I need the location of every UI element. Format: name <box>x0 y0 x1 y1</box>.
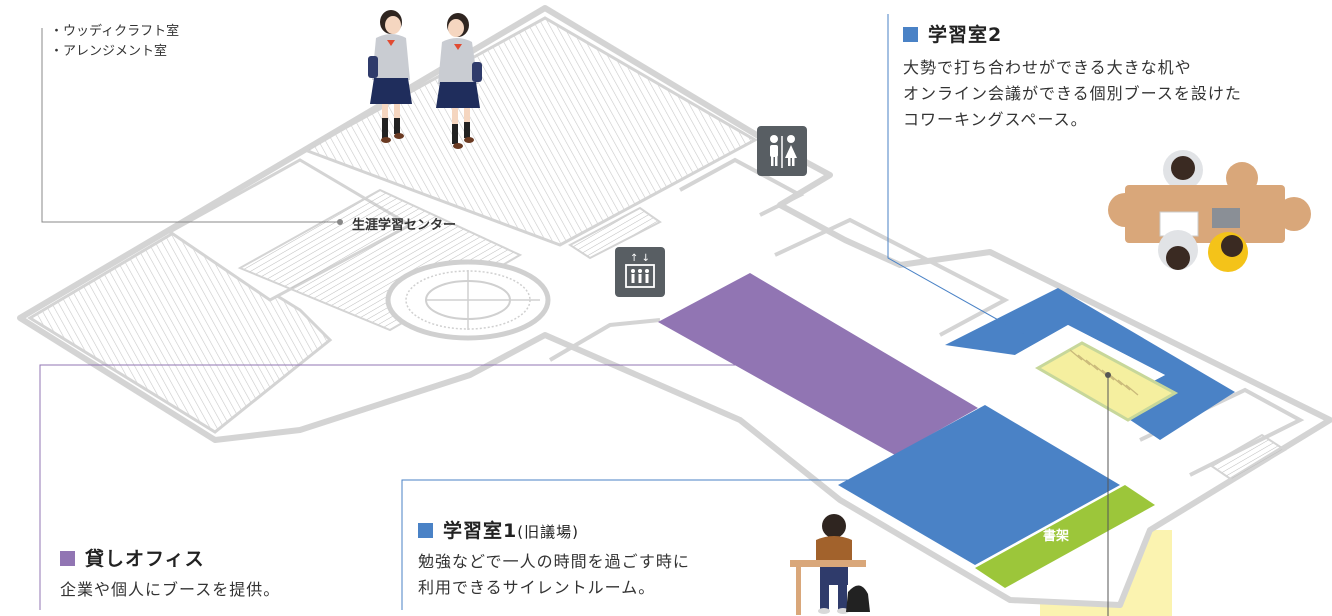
study-room-1-area <box>838 405 1120 565</box>
bookshelf-area <box>975 485 1155 588</box>
study-room-2-swatch <box>903 27 918 42</box>
top-list: ・ウッディクラフト室 ・アレンジメント室 <box>50 22 179 62</box>
shelf-highlight <box>1034 341 1179 422</box>
rental-office-area <box>658 273 978 455</box>
leader-lines <box>39 14 1111 616</box>
rental-office-title: 貸しオフィス <box>60 544 280 571</box>
bookshelf-label: 書架 <box>1043 529 1070 544</box>
spiral-staircase <box>385 259 551 341</box>
lifelong-center-label: 生涯学習センター <box>352 218 457 233</box>
study-room-2-block: 学習室2 大勢で打ち合わせができる大きな机や オンライン会議ができる個別ブースを… <box>903 20 1242 133</box>
study-room-2-description: 大勢で打ち合わせができる大きな机や オンライン会議ができる個別ブースを設けた コ… <box>903 58 1242 129</box>
desk-student-illustration <box>790 514 870 615</box>
study-room-1-title: 学習室1(旧議場) <box>418 516 690 543</box>
rental-office-swatch <box>60 551 75 566</box>
rental-office-block: 貸しオフィス 企業や個人にブースを提供。 <box>60 544 280 603</box>
elevator-icon: ↑ ↓ <box>615 247 665 297</box>
study-room-1-description: 勉強などで一人の時間を過ごす時に 利用できるサイレントルーム。 <box>418 552 690 597</box>
stairs-center <box>568 206 662 260</box>
list-item: ・ウッディクラフト室 <box>50 24 180 39</box>
study-room-1-swatch <box>418 523 433 538</box>
restroom-icon <box>757 126 807 176</box>
shelf-rows <box>1069 349 1139 396</box>
coworking-illustration <box>1108 150 1311 272</box>
stairs-right <box>1208 433 1287 482</box>
study-room-2-title: 学習室2 <box>903 20 1242 47</box>
students-illustration <box>368 10 482 149</box>
study-room-2-area <box>945 288 1235 440</box>
svg-text:↑ ↓: ↑ ↓ <box>630 253 650 264</box>
study-room-1-block: 学習室1(旧議場) 勉強などで一人の時間を過ごす時に 利用できるサイレントルーム… <box>418 516 690 601</box>
list-item: ・アレンジメント室 <box>50 44 168 59</box>
rental-office-description: 企業や個人にブースを提供。 <box>60 580 281 599</box>
